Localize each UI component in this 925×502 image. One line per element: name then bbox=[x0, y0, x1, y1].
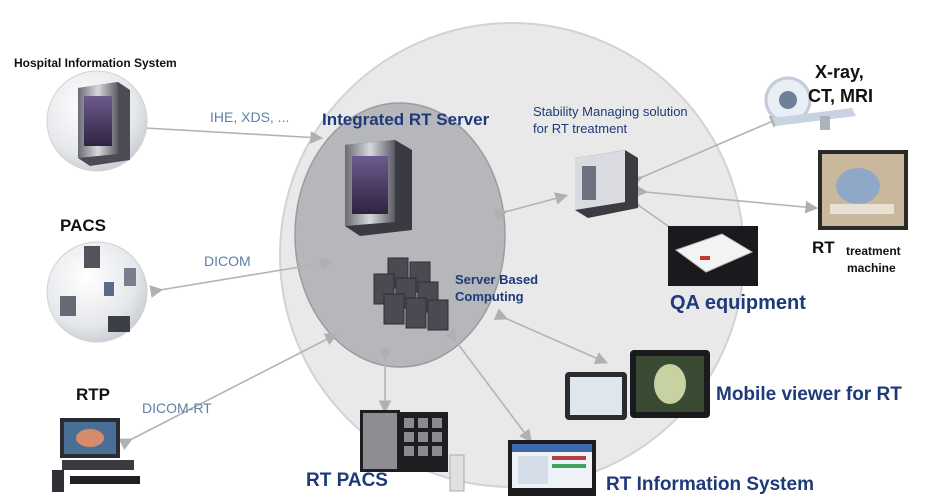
arrow-server-rtinfo bbox=[444, 328, 532, 443]
arrow-server-stability bbox=[494, 192, 569, 221]
rt-machine-photo bbox=[818, 150, 908, 230]
rt-pacs-monitors bbox=[360, 410, 465, 492]
stability-server-icon bbox=[575, 150, 638, 218]
rt-machine-label-1b: treatment bbox=[846, 244, 901, 258]
xray-label-2: CT, MRI bbox=[808, 86, 873, 106]
arrow-server-mobile bbox=[493, 308, 608, 364]
arrow-his-server bbox=[135, 121, 324, 144]
arrow-stability-xray bbox=[628, 115, 783, 188]
integrated-server-icon bbox=[345, 140, 412, 236]
pacs-cluster-icon bbox=[46, 241, 148, 343]
xray-label-1: X-ray, bbox=[815, 62, 864, 82]
dicom-rt-link-label: DICOM-RT bbox=[142, 400, 212, 416]
inner-ellipse bbox=[294, 102, 506, 368]
qa-equipment-icon bbox=[668, 226, 758, 286]
his-server-icon bbox=[46, 70, 148, 172]
rt-info-label: RT Information System bbox=[606, 474, 814, 495]
integrated-server-label: Integrated RT Server bbox=[322, 110, 490, 129]
connection-arrows bbox=[118, 115, 819, 451]
dicom-link-label: DICOM bbox=[204, 253, 251, 269]
stability-label-2: for RT treatment bbox=[533, 121, 628, 136]
rt-machine-label-2: machine bbox=[847, 261, 896, 275]
rt-machine-label-1: RT bbox=[812, 238, 835, 257]
mobile-viewer-devices bbox=[565, 350, 710, 420]
pacs-label: PACS bbox=[60, 216, 106, 235]
rt-info-monitor bbox=[508, 440, 596, 496]
qa-label: QA equipment bbox=[670, 292, 806, 314]
xray-scanner-icon bbox=[764, 76, 856, 130]
mobile-viewer-label: Mobile viewer for RT bbox=[716, 384, 902, 405]
arrow-rtp-server bbox=[118, 333, 338, 451]
his-label: Hospital Information System bbox=[14, 56, 177, 70]
rt-pacs-label: RT PACS bbox=[306, 470, 388, 491]
ihe-link-label: IHE, XDS, ... bbox=[210, 109, 290, 125]
rtp-label: RTP bbox=[76, 385, 110, 404]
arrow-pacs-server bbox=[149, 257, 334, 298]
rtp-workstation-icon bbox=[52, 418, 140, 492]
server-based-label-1: Server Based bbox=[455, 272, 539, 287]
server-cluster-icon bbox=[373, 257, 449, 331]
stability-label-1: Stability Managing solution bbox=[533, 104, 688, 119]
server-based-label-2: Computing bbox=[455, 289, 524, 304]
